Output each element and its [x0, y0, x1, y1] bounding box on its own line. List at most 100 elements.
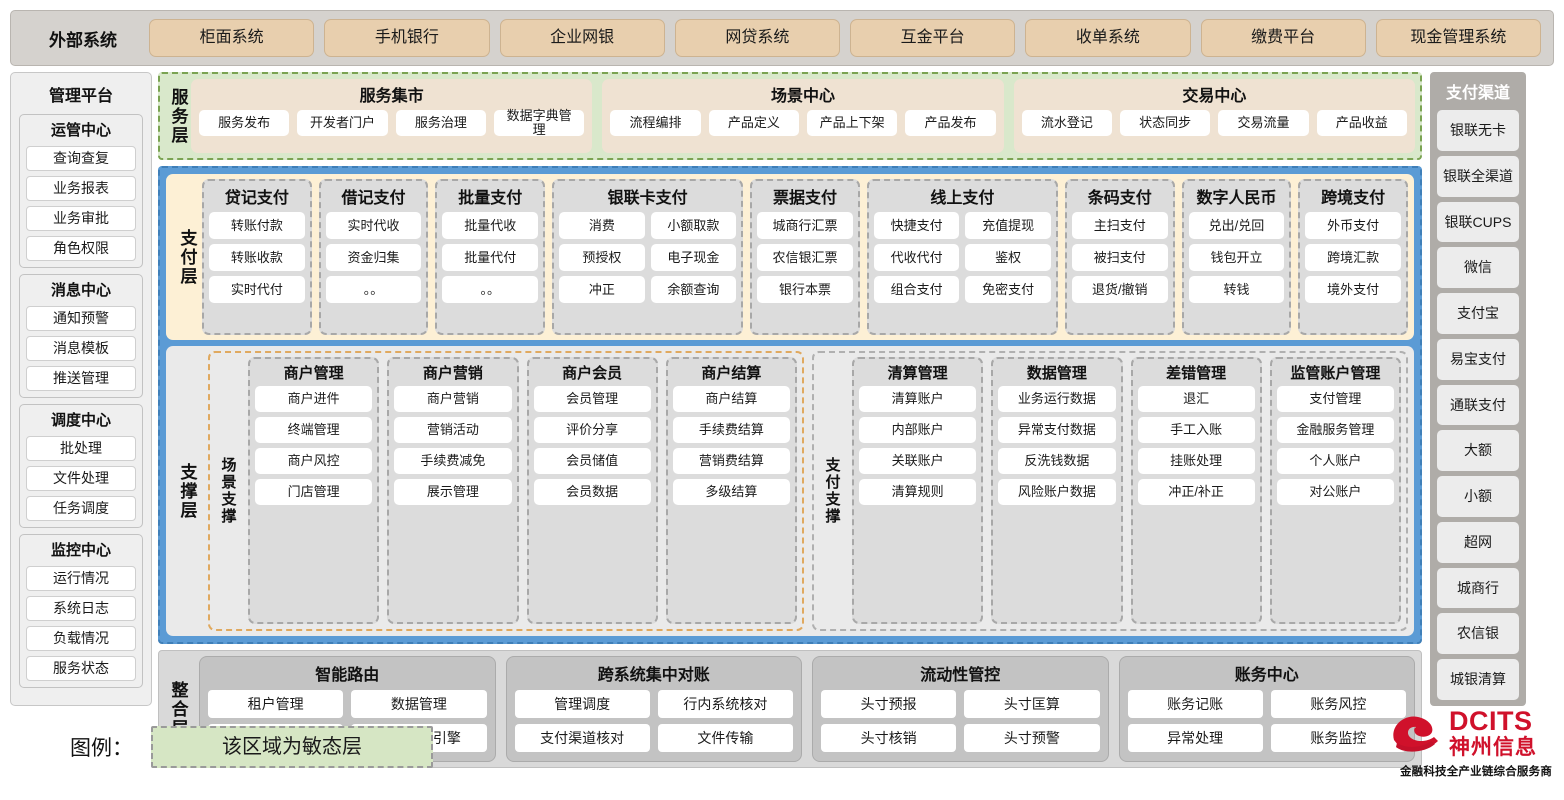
external-system-chip[interactable]: 柜面系统	[149, 19, 315, 57]
external-system-chip[interactable]: 缴费平台	[1200, 19, 1366, 57]
support-item[interactable]: 会员储值	[533, 448, 651, 474]
support-item[interactable]: 冲正/补正	[1137, 479, 1255, 505]
payment-item[interactable]: 余额查询	[650, 276, 737, 303]
service-item[interactable]: 交易流量	[1218, 110, 1309, 136]
integration-item[interactable]: 租户管理	[208, 690, 344, 718]
service-item[interactable]: 产品定义	[708, 110, 799, 136]
support-item[interactable]: 关联账户	[859, 448, 977, 474]
payment-item[interactable]: 转账收款	[209, 244, 305, 271]
external-system-chip[interactable]: 收单系统	[1025, 19, 1191, 57]
payment-item[interactable]: 组合支付	[873, 276, 960, 303]
support-item[interactable]: 会员数据	[533, 479, 651, 505]
integration-item[interactable]: 文件传输	[657, 724, 793, 752]
support-item[interactable]: 对公账户	[1276, 479, 1394, 505]
support-item[interactable]: 金融服务管理	[1276, 417, 1394, 443]
payment-item[interactable]: 。。	[442, 276, 539, 303]
support-item[interactable]: 清算账户	[859, 386, 977, 412]
payment-channel-item[interactable]: 城商行	[1437, 567, 1519, 609]
payment-channel-item[interactable]: 小额	[1437, 476, 1519, 517]
integration-item[interactable]: 头寸预警	[964, 724, 1100, 752]
integration-item[interactable]: 头寸预报	[821, 690, 957, 718]
support-item[interactable]: 商户营销	[394, 386, 512, 412]
payment-item[interactable]: 鉴权	[965, 244, 1051, 271]
external-system-chip[interactable]: 企业网银	[499, 19, 665, 57]
admin-menu-item[interactable]: 业务审批	[26, 206, 136, 231]
admin-menu-item[interactable]: 角色权限	[26, 236, 136, 261]
support-item[interactable]: 异常支付数据	[998, 417, 1116, 443]
payment-item[interactable]: 转账付款	[209, 212, 305, 239]
payment-channel-item[interactable]: 银联全渠道	[1437, 155, 1519, 197]
payment-item[interactable]: 代收代付	[873, 244, 960, 271]
payment-item[interactable]: 外币支付	[1305, 212, 1402, 239]
support-item[interactable]: 评价分享	[533, 417, 651, 443]
support-item[interactable]: 支付管理	[1276, 386, 1394, 412]
integration-item[interactable]: 头寸核销	[821, 724, 957, 752]
admin-menu-item[interactable]: 文件处理	[26, 466, 136, 491]
integration-item[interactable]: 管理调度	[514, 690, 650, 718]
support-item[interactable]: 风险账户数据	[998, 479, 1116, 505]
admin-menu-item[interactable]: 批处理	[26, 436, 136, 461]
payment-item[interactable]: 跨境汇款	[1305, 244, 1402, 271]
payment-item[interactable]: 免密支付	[965, 276, 1051, 303]
service-item[interactable]: 服务治理	[395, 110, 486, 136]
payment-item[interactable]: 冲正	[559, 276, 645, 303]
admin-menu-item[interactable]: 系统日志	[26, 596, 136, 621]
support-item[interactable]: 商户结算	[672, 386, 790, 412]
integration-item[interactable]: 账务监控	[1270, 724, 1406, 752]
support-item[interactable]: 门店管理	[255, 479, 373, 505]
service-item[interactable]: 数据字典管理	[493, 109, 585, 136]
service-item[interactable]: 流程编排	[610, 110, 701, 136]
integration-item[interactable]: 账务记账	[1127, 690, 1263, 718]
payment-item[interactable]: 资金归集	[325, 244, 422, 271]
support-item[interactable]: 手续费结算	[672, 417, 790, 443]
support-item[interactable]: 营销活动	[394, 417, 512, 443]
support-item[interactable]: 反洗钱数据	[998, 448, 1116, 474]
admin-menu-item[interactable]: 业务报表	[26, 176, 136, 201]
support-item[interactable]: 清算规则	[859, 479, 977, 505]
external-system-chip[interactable]: 手机银行	[324, 19, 490, 57]
integration-item[interactable]: 支付渠道核对	[514, 724, 650, 752]
payment-channel-item[interactable]: 超网	[1437, 521, 1519, 563]
payment-item[interactable]: 快捷支付	[873, 212, 960, 239]
payment-item[interactable]: 电子现金	[650, 244, 737, 271]
support-item[interactable]: 退汇	[1137, 386, 1255, 412]
support-item[interactable]: 多级结算	[672, 479, 790, 505]
payment-channel-item[interactable]: 农信银	[1437, 613, 1519, 655]
admin-menu-item[interactable]: 通知预警	[26, 306, 136, 331]
payment-item[interactable]: 农信银汇票	[757, 244, 853, 271]
payment-item[interactable]: 实时代收	[325, 212, 422, 239]
payment-item[interactable]: 小额取款	[650, 212, 737, 239]
payment-item[interactable]: 转钱	[1188, 276, 1285, 303]
support-item[interactable]: 展示管理	[394, 479, 512, 505]
service-item[interactable]: 产品上下架	[806, 110, 898, 136]
payment-item[interactable]: 消费	[559, 212, 645, 239]
support-item[interactable]: 个人账户	[1276, 448, 1394, 474]
payment-item[interactable]: 主扫支付	[1071, 212, 1168, 239]
payment-channel-item[interactable]: 支付宝	[1437, 293, 1519, 334]
payment-item[interactable]: 充值提现	[965, 212, 1051, 239]
support-item[interactable]: 商户风控	[255, 448, 373, 474]
payment-item[interactable]: 境外支付	[1305, 276, 1402, 303]
payment-item[interactable]: 被扫支付	[1071, 244, 1168, 271]
support-item[interactable]: 会员管理	[533, 386, 651, 412]
support-item[interactable]: 挂账处理	[1137, 448, 1255, 474]
external-system-chip[interactable]: 现金管理系统	[1375, 19, 1541, 57]
payment-item[interactable]: 批量代付	[442, 244, 539, 271]
payment-channel-item[interactable]: 银联无卡	[1437, 110, 1519, 151]
payment-channel-item[interactable]: 通联支付	[1437, 384, 1519, 426]
support-item[interactable]: 手续费减免	[394, 448, 512, 474]
admin-menu-item[interactable]: 消息模板	[26, 336, 136, 361]
support-item[interactable]: 商户进件	[255, 386, 373, 412]
service-item[interactable]: 产品发布	[905, 110, 996, 136]
integration-item[interactable]: 账务风控	[1270, 690, 1406, 718]
integration-item[interactable]: 异常处理	[1127, 724, 1263, 752]
payment-item[interactable]: 兑出/兑回	[1188, 212, 1285, 239]
admin-menu-item[interactable]: 查询查复	[26, 146, 136, 171]
service-item[interactable]: 状态同步	[1119, 110, 1211, 136]
payment-channel-item[interactable]: 大额	[1437, 430, 1519, 472]
admin-menu-item[interactable]: 负载情况	[26, 626, 136, 651]
external-system-chip[interactable]: 互金平台	[850, 19, 1016, 57]
payment-channel-item[interactable]: 银联CUPS	[1437, 201, 1519, 243]
admin-menu-item[interactable]: 运行情况	[26, 566, 136, 591]
payment-channel-item[interactable]: 微信	[1437, 247, 1519, 289]
